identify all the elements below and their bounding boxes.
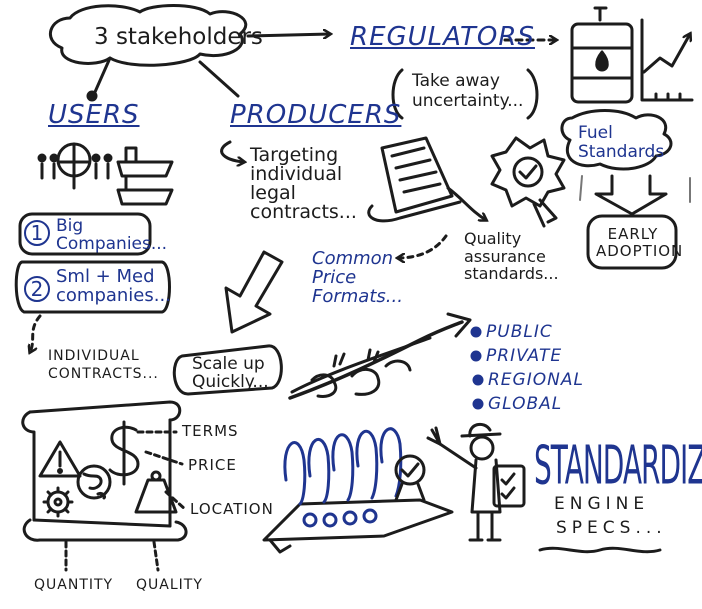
producers-arrow bbox=[220, 140, 244, 162]
contract-document-icon bbox=[21, 400, 188, 542]
users-heading: USERS bbox=[48, 100, 140, 130]
big-companies-num: 1 bbox=[24, 220, 50, 246]
scope-bullet-private bbox=[470, 350, 482, 362]
fuel-standards-label: Fuel Standards bbox=[578, 123, 665, 162]
early-adoption-label: EARLY ADOPTION bbox=[596, 225, 684, 261]
hands-icon bbox=[310, 348, 412, 398]
big-companies-label: Big Companies... bbox=[56, 216, 168, 254]
take-away-uncertainty-note: Take away uncertainty... bbox=[412, 71, 524, 111]
early-adoption-box bbox=[586, 214, 678, 270]
engine-label: ENGINE bbox=[554, 494, 650, 514]
location-leader bbox=[164, 490, 188, 512]
scope-private: PRIVATE bbox=[486, 346, 563, 366]
users-dashed-link bbox=[30, 314, 42, 352]
engine-badge-icon bbox=[394, 454, 426, 502]
oil-barrel-icon bbox=[570, 6, 634, 104]
tanker-ships-icon bbox=[116, 146, 174, 206]
fuel-standards-cloud bbox=[560, 109, 673, 171]
gear-icon bbox=[42, 486, 74, 518]
specs-underline bbox=[538, 546, 662, 554]
growth-swirl-arrow-lower bbox=[290, 336, 432, 394]
quality-leader bbox=[152, 540, 160, 572]
sml-med-num: 2 bbox=[24, 276, 50, 302]
common-price-formats-label: Common Price Formats... bbox=[312, 248, 403, 307]
quantity-label: QUANTITY bbox=[34, 577, 114, 593]
dollar-icon bbox=[108, 420, 140, 486]
stakeholders-title: 3 stakeholders bbox=[94, 24, 263, 50]
scope-bullet-regional bbox=[472, 374, 484, 386]
stakeholders-cloud bbox=[49, 4, 248, 67]
note-bracket-left bbox=[391, 68, 404, 120]
weight-icon bbox=[134, 470, 178, 514]
scope-bullet-global bbox=[472, 398, 484, 410]
price-label: PRICE bbox=[188, 456, 237, 474]
individual-contracts-label: INDIVIDUAL CONTRACTS... bbox=[48, 348, 159, 382]
targeting-contracts-label: Targeting individual legal contracts... bbox=[250, 144, 357, 223]
location-label: LOCATION bbox=[190, 500, 274, 518]
quality-assurance-label: Quality assurance standards... bbox=[464, 229, 559, 284]
note-bracket-right bbox=[526, 68, 539, 120]
scale-up-box bbox=[172, 344, 283, 396]
specs-label: SPECS... bbox=[556, 518, 667, 538]
quality-badge-icon bbox=[490, 136, 566, 228]
scope-public: PUBLIC bbox=[486, 322, 553, 342]
title-to-users-line bbox=[93, 56, 112, 94]
users-node bbox=[86, 90, 98, 102]
barrel-side-arrow-left bbox=[579, 175, 583, 201]
terms-label: TERMS bbox=[182, 422, 239, 440]
engine-assembly-icon bbox=[262, 427, 454, 542]
clipboard-icon bbox=[492, 464, 526, 508]
sml-med-label: Sml + Med companies... bbox=[56, 266, 171, 306]
standardized-heading: STANDARDIZED bbox=[534, 434, 702, 497]
contract-scroll-icon bbox=[367, 136, 462, 223]
scroll-to-quality-arrow bbox=[446, 186, 486, 220]
price-leader bbox=[144, 450, 184, 466]
quality-to-formats-dashed-arrow bbox=[398, 234, 448, 258]
engine-mount-left bbox=[268, 538, 292, 554]
sml-med-box bbox=[14, 260, 171, 314]
scope-bullet-public bbox=[470, 326, 482, 338]
title-to-regulators-arrow bbox=[246, 34, 330, 36]
quality-label: QUALITY bbox=[136, 577, 203, 593]
producers-heading: PRODUCERS bbox=[230, 100, 402, 130]
scale-up-label: Scale up Quickly... bbox=[192, 354, 269, 392]
growth-chart-icon bbox=[640, 18, 694, 102]
big-companies-box bbox=[18, 212, 152, 256]
title-to-producers-line bbox=[198, 60, 240, 98]
down-arrow-icon bbox=[594, 174, 668, 216]
scale-up-hollow-arrow bbox=[224, 250, 284, 334]
warning-icon bbox=[38, 440, 82, 478]
inspector-figure-icon bbox=[426, 422, 502, 542]
users-figures-icon bbox=[37, 142, 113, 190]
regulators-heading: REGULATORS bbox=[350, 22, 535, 52]
scope-global: GLOBAL bbox=[488, 394, 563, 414]
globe-icon bbox=[76, 464, 112, 500]
scope-regional: REGIONAL bbox=[488, 370, 584, 390]
